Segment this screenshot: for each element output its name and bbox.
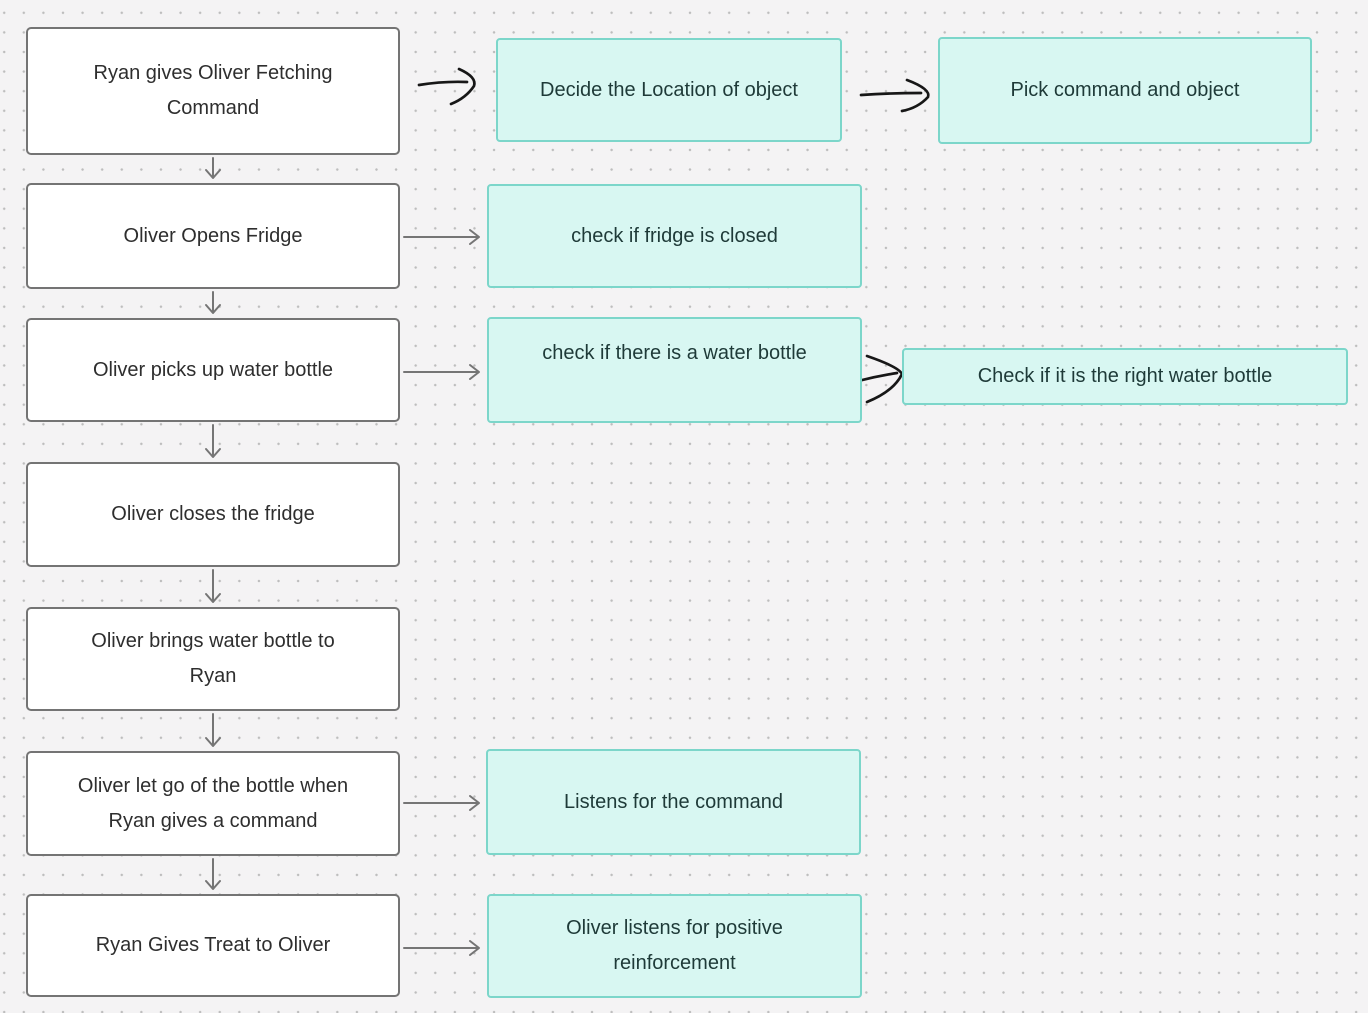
arrow-down-step3-step4 [205,424,221,458]
node-step-oliver-brings-bottle[interactable]: Oliver brings water bottle to Ryan [26,607,400,711]
arrow-right-step6-note6 [403,795,480,811]
arrow-right-step3-note4 [403,364,480,380]
note-listens-for-command[interactable]: Listens for the command [486,749,861,855]
arrow-down-step6-step7 [205,858,221,890]
note-listens-positive-reinforcement[interactable]: Oliver listens for positive reinforcemen… [487,894,862,998]
node-step-oliver-picks-bottle[interactable]: Oliver picks up water bottle [26,318,400,422]
note-check-right-bottle[interactable]: Check if it is the right water bottle [902,348,1348,405]
arrow-down-step5-step6 [205,713,221,747]
arrow-down-step4-step5 [205,569,221,603]
note-check-fridge-closed[interactable]: check if fridge is closed [487,184,862,288]
node-step-oliver-lets-go[interactable]: Oliver let go of the bottle when Ryan gi… [26,751,400,856]
node-step-oliver-closes-fridge[interactable]: Oliver closes the fridge [26,462,400,567]
node-step-ryan-gives-command[interactable]: Ryan gives Oliver Fetching Command [26,27,400,155]
note-check-water-bottle[interactable]: check if there is a water bottle [487,317,862,423]
note-pick-command-object[interactable]: Pick command and object [938,37,1312,144]
node-step-ryan-gives-treat[interactable]: Ryan Gives Treat to Oliver [26,894,400,997]
node-step-oliver-opens-fridge[interactable]: Oliver Opens Fridge [26,183,400,289]
arrow-right-step2-note3 [403,229,480,245]
sketch-arrow-step1-note1 [417,67,476,106]
sketch-arrow-note1-note2 [859,78,930,113]
note-decide-location[interactable]: Decide the Location of object [496,38,842,142]
arrow-right-step7-note7 [403,940,480,956]
arrow-down-step2-step3 [205,291,221,314]
arrow-down-step1-step2 [205,157,221,179]
sketch-arrow-note4-note5 [856,354,904,404]
